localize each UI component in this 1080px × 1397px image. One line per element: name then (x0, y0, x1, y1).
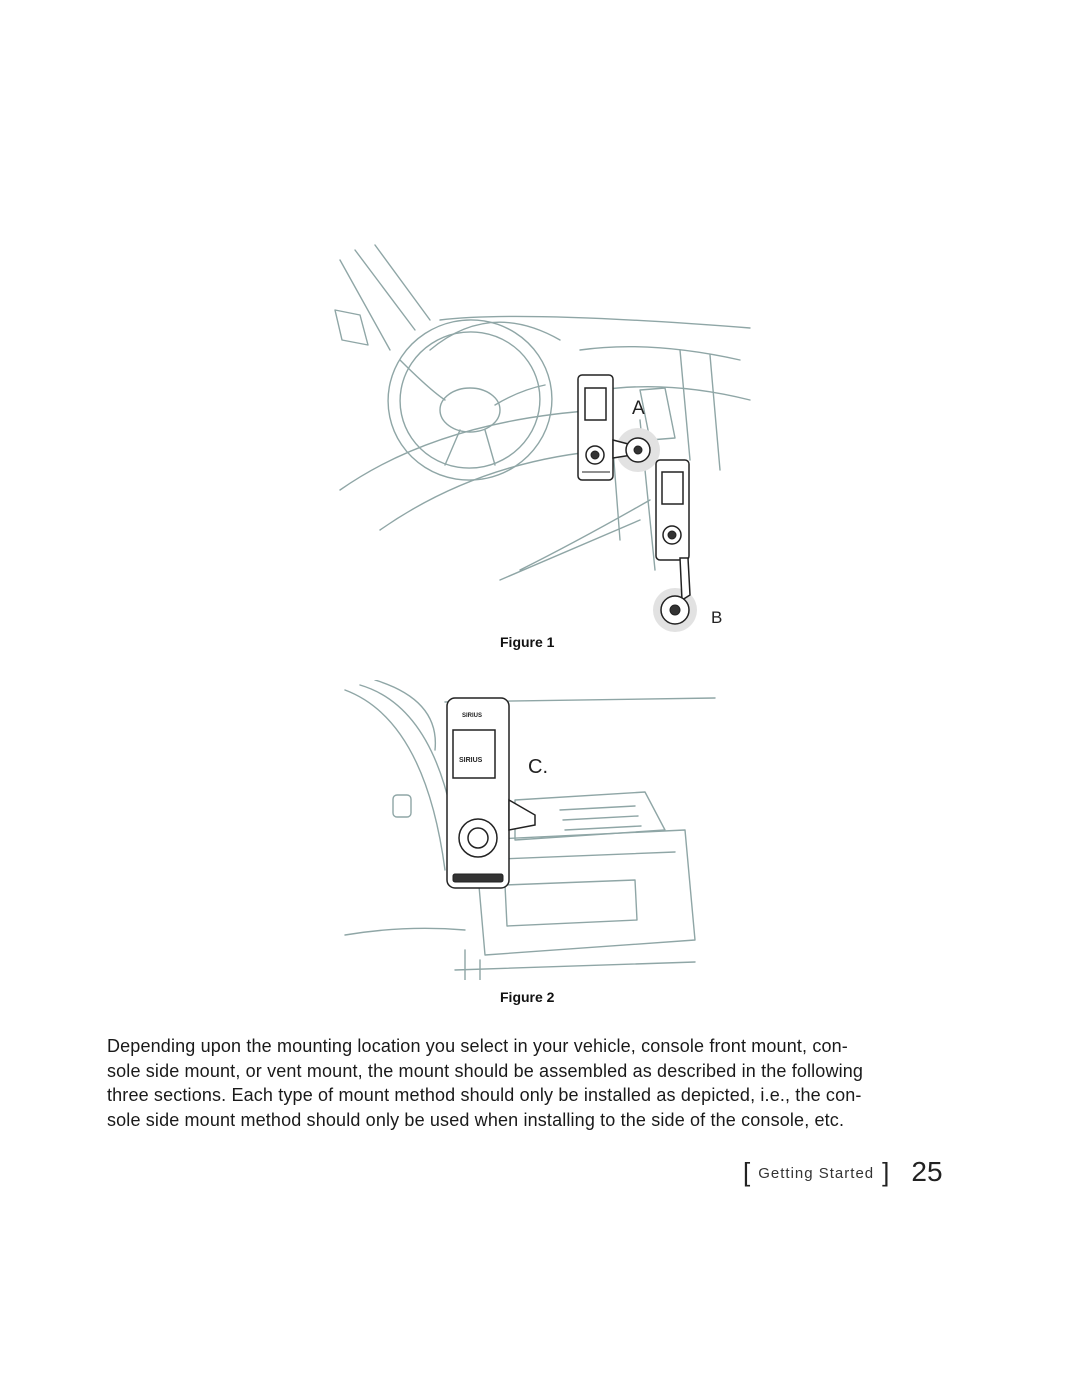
body-line: Depending upon the mounting location you… (107, 1036, 848, 1056)
body-line: sole side mount, or vent mount, the moun… (107, 1060, 864, 1081)
footer-bracket-close: ] (882, 1157, 890, 1187)
callout-label-b: B (711, 608, 723, 627)
callout-label-a: A (632, 398, 645, 419)
figure-1-caption: Figure 1 (500, 634, 555, 650)
figure-1-illustration (320, 240, 760, 640)
body-line: sole side mount method should only be us… (107, 1109, 845, 1130)
radio-device-b (655, 459, 691, 625)
device-brand-label-small: SIRIUS (462, 713, 482, 719)
body-paragraph: Depending upon the mounting location you… (107, 1034, 977, 1132)
figure-2-caption: Figure 2 (500, 989, 555, 1005)
figure-2-illustration: SIRIUS SIRIUS (335, 679, 725, 981)
page-number: 25 (911, 1156, 943, 1187)
radio-device-a (577, 374, 651, 481)
footer-section-title: Getting Started (758, 1165, 875, 1182)
body-line: three sections. Each type of mount metho… (107, 1085, 862, 1105)
page-footer: [ Getting Started ] 25 (743, 1156, 943, 1188)
callout-label-c: C. (528, 756, 548, 778)
radio-device-c: SIRIUS SIRIUS (446, 697, 536, 889)
device-screen-brand-label: SIRIUS (459, 757, 483, 764)
footer-bracket-open: [ (743, 1157, 751, 1187)
